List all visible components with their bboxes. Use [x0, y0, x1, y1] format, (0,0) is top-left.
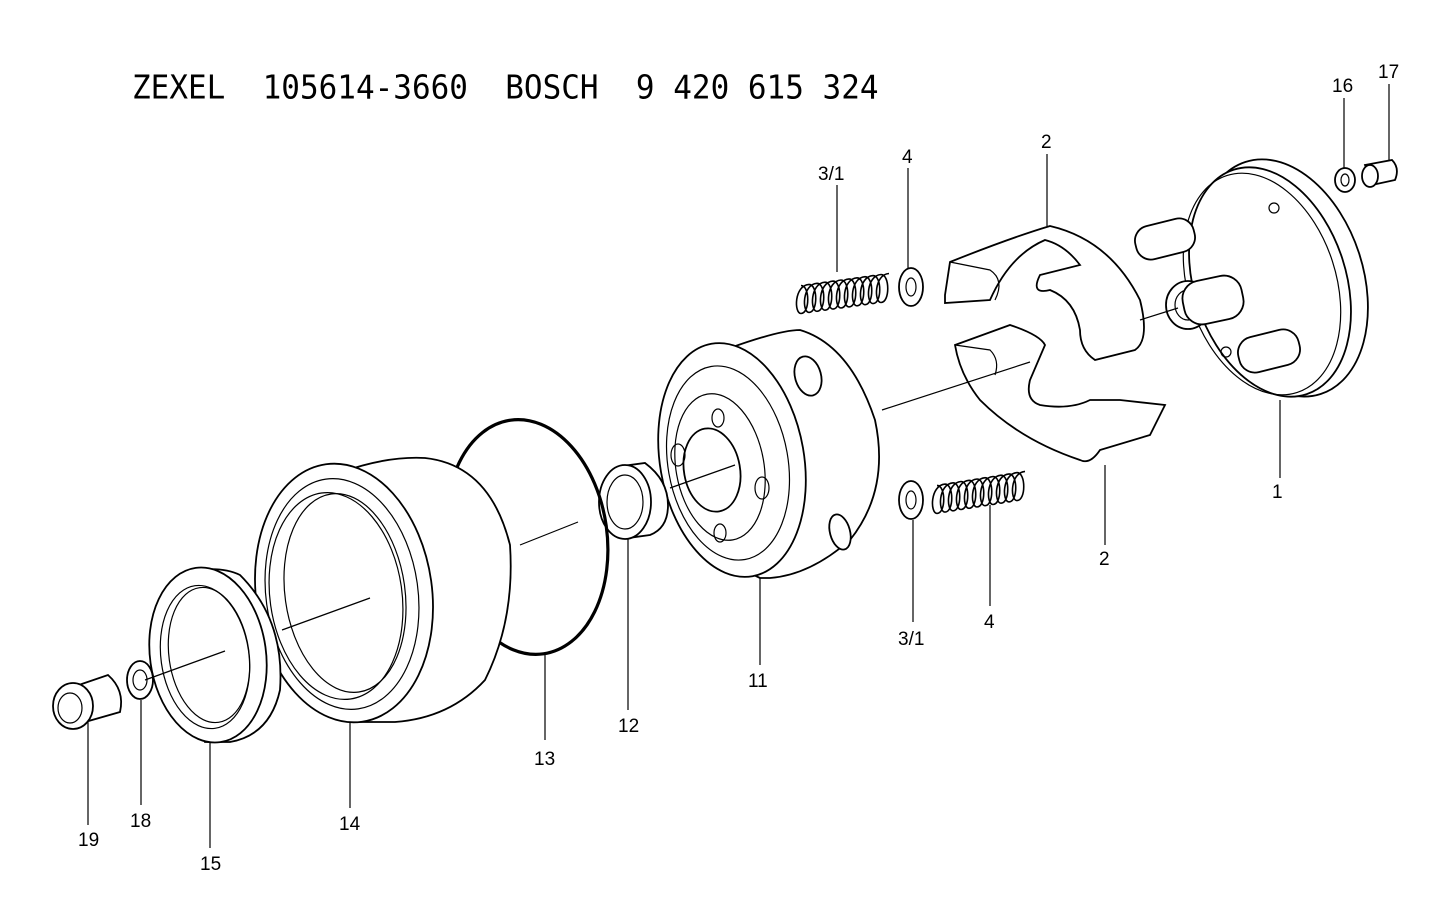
assembly-axis-lines: [144, 307, 1179, 681]
part-3-spring-upper: [795, 272, 890, 315]
leader-lines: [87, 84, 1390, 848]
part-18-washer: [126, 660, 154, 700]
part-1-flange-plate: [1134, 158, 1369, 398]
label-1: 1: [1272, 482, 1283, 503]
label-2-upper: 2: [1041, 132, 1052, 153]
label-11: 11: [748, 671, 768, 692]
label-4-upper: 4: [902, 147, 913, 168]
label-13: 13: [534, 749, 555, 770]
label-15: 15: [200, 854, 221, 875]
drawing-title: ZEXEL 105614-3660 BOSCH 9 420 615 324: [132, 69, 879, 107]
label-3-lower: 3/1: [898, 629, 924, 650]
part-14-housing-sleeve: [254, 456, 512, 724]
part-16-washer: [1334, 167, 1356, 193]
label-4-lower: 4: [984, 612, 995, 633]
part-3-spring-lower: [931, 470, 1026, 515]
part-11-hub: [657, 329, 880, 579]
part-19-plug-screw: [52, 673, 123, 730]
label-2-lower: 2: [1099, 549, 1110, 570]
part-4-washer-lower: [898, 480, 924, 520]
part-2-flyweight-lower: [953, 324, 1167, 463]
part-12-bushing: [598, 462, 669, 540]
part-2-flyweight-upper: [944, 225, 1145, 361]
part-17-screw: [1361, 159, 1398, 188]
label-18: 18: [130, 811, 151, 832]
label-17: 17: [1378, 62, 1399, 83]
label-12: 12: [618, 716, 639, 737]
label-3-upper: 3/1: [818, 164, 844, 185]
label-19: 19: [78, 830, 99, 851]
label-16: 16: [1332, 76, 1353, 97]
label-14: 14: [339, 814, 361, 835]
part-4-washer-upper: [898, 267, 924, 307]
part-15-cover-ring: [148, 566, 282, 744]
part-labels: 1 2 2 3/1 3/1 4 4 11 12 13 14 15 16 17 1…: [78, 62, 1399, 875]
